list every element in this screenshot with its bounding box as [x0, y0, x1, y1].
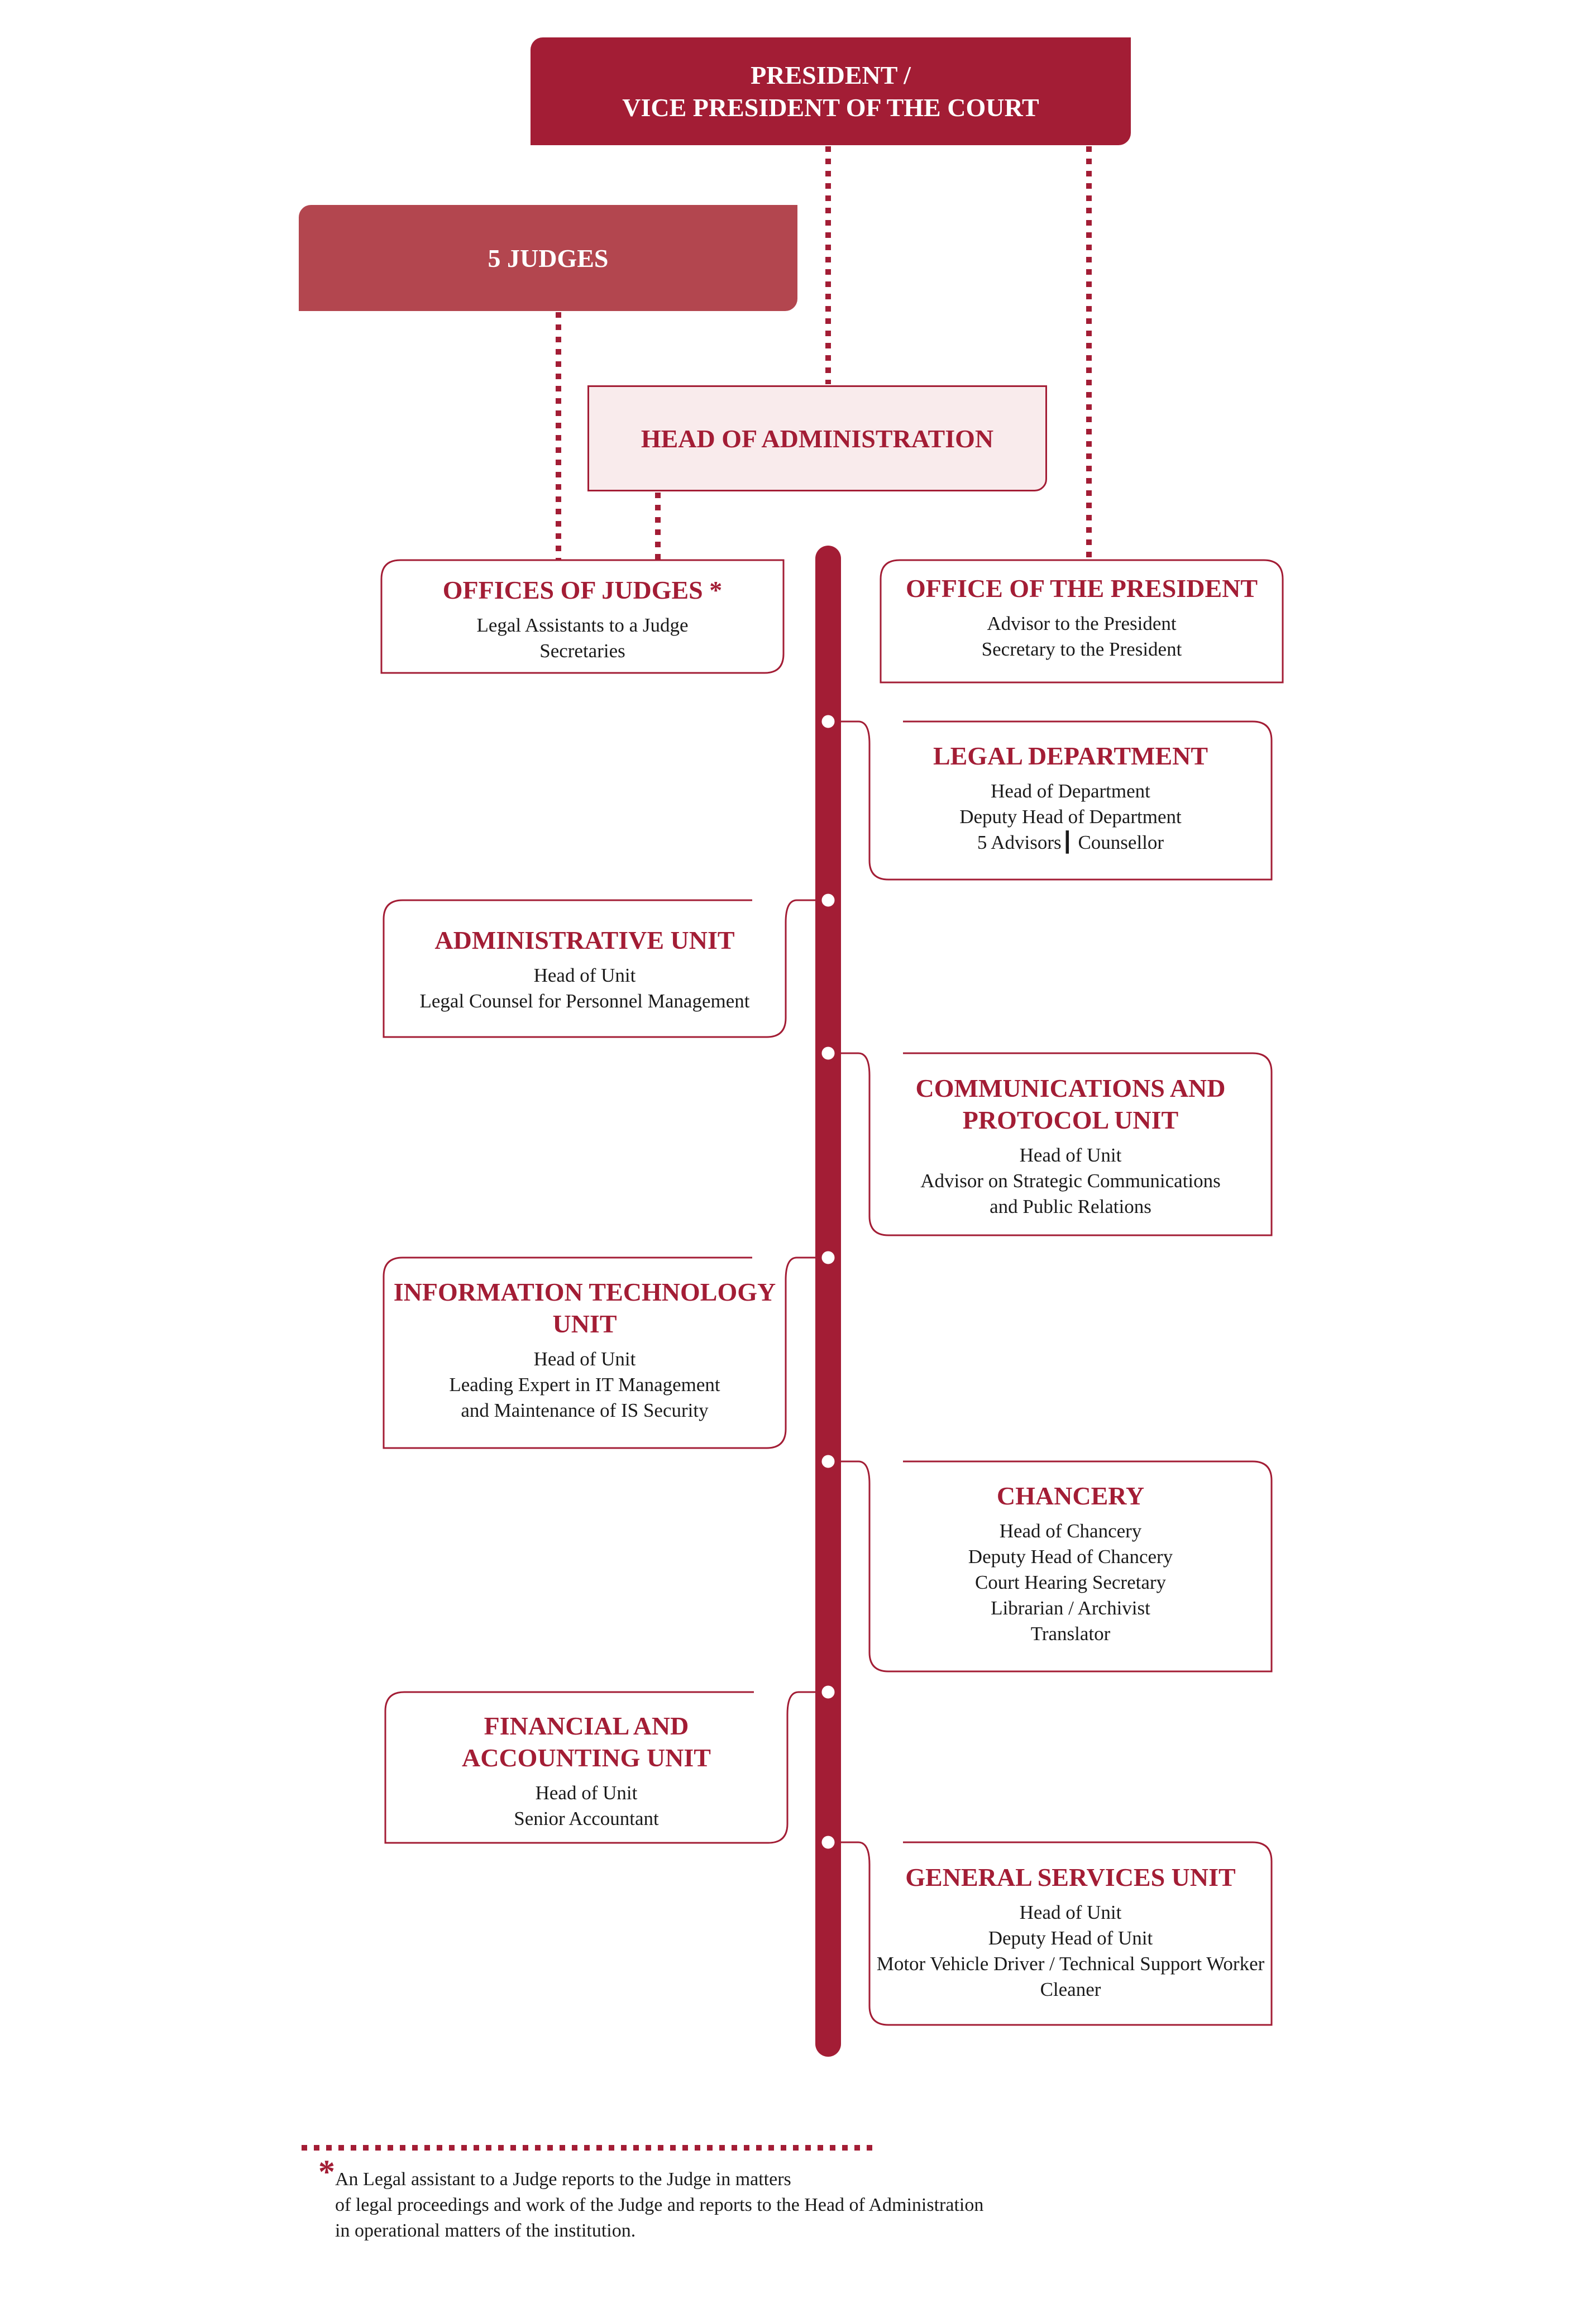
unit-line: Head of Unit [533, 1348, 636, 1370]
unit-line: and Public Relations [990, 1196, 1151, 1217]
unit-box-outline [836, 1052, 1273, 1236]
unit-title: CHANCERY [996, 1482, 1145, 1510]
unit-title: OFFICES OF JUDGES * [442, 576, 723, 604]
unit-line: Leading Expert in IT Management [449, 1374, 720, 1396]
unit-line: Court Hearing Secretary [974, 1571, 1167, 1593]
footnote: * An Legal assistant to a Judge reports … [318, 2155, 1229, 2244]
unit-line: Secretary to the President [981, 638, 1182, 660]
unit-line: Legal Counsel for Personnel Management [419, 990, 750, 1012]
unit-box-outline [880, 559, 1284, 684]
unit-line: Cleaner [1040, 1979, 1101, 2000]
unit-line: Librarian / Archivist [991, 1597, 1150, 1619]
spine-node [818, 1451, 839, 1472]
unit-line: Head of Unit [535, 1782, 638, 1804]
unit-box: OFFICE OF THE PRESIDENT Advisor to the Pr… [858, 572, 1305, 662]
unit-box-outline [380, 559, 785, 674]
unit-title: INFORMATION TECHNOLOGY [393, 1278, 776, 1306]
judges-title: 5 JUDGES [488, 243, 609, 273]
unit-line: Head of Unit [1019, 1144, 1122, 1166]
unit-box: OFFICES OF JUDGES * Legal Assistants to a… [359, 574, 806, 664]
footnote-line: An Legal assistant to a Judge reports to… [335, 2169, 791, 2190]
footnote-line: of legal proceedings and work of the Jud… [335, 2195, 984, 2215]
spine-node [818, 1681, 839, 1703]
footnote-line: in operational matters of the institutio… [335, 2220, 636, 2241]
spine-node [818, 1247, 839, 1268]
unit-line: Head of Unit [1019, 1901, 1122, 1923]
unit-title: UNIT [552, 1310, 617, 1338]
unit-box: COMMUNICATIONS AND PROTOCOL UNIT Head of U… [847, 1072, 1294, 1220]
unit-line: Senior Accountant [514, 1808, 659, 1829]
unit-line: Translator [1030, 1623, 1111, 1645]
unit-title: ACCOUNTING UNIT [462, 1743, 711, 1772]
unit-box-outline [836, 720, 1273, 881]
spine-node [818, 1832, 839, 1853]
unit-line: Head of Chancery [999, 1520, 1142, 1542]
unit-title: LEGAL DEPARTMENT [933, 742, 1208, 770]
spine-node [818, 890, 839, 911]
unit-title: COMMUNICATIONS AND [915, 1074, 1226, 1102]
unit-line: 5 Advisors┃ Counsellor [977, 832, 1164, 853]
unit-box-outline [836, 1460, 1273, 1673]
unit-title: OFFICE OF THE PRESIDENT [905, 574, 1258, 603]
footnote-star: * [318, 2153, 335, 2190]
unit-line: Advisor on Strategic Communications [920, 1170, 1221, 1192]
head-of-administration-title: HEAD OF ADMINISTRATION [641, 424, 994, 453]
unit-title: GENERAL SERVICES UNIT [905, 1863, 1236, 1891]
unit-line: Deputy Head of Department [959, 806, 1182, 828]
unit-title: ADMINISTRATIVE UNIT [434, 926, 735, 954]
president-box: PRESIDENT / VICE PRESIDENT OF THE COURT [531, 37, 1131, 145]
unit-line: Secretaries [539, 640, 625, 662]
unit-line: Motor Vehicle Driver / Technical Support… [876, 1953, 1265, 1975]
unit-title: FINANCIAL AND [484, 1712, 689, 1740]
unit-box-outline [383, 899, 820, 1038]
president-title-line2: VICE PRESIDENT OF THE COURT [622, 93, 1039, 122]
president-title-line1: PRESIDENT / [751, 60, 911, 89]
judges-box: 5 JUDGES [299, 205, 797, 311]
unit-box-outline [384, 1691, 820, 1844]
unit-line: Advisor to the President [987, 613, 1177, 634]
spine-nodes [818, 711, 839, 1853]
unit-line: Deputy Head of Chancery [968, 1546, 1173, 1568]
unit-box-outline [383, 1256, 820, 1449]
head-of-administration-box: HEAD OF ADMINISTRATION [587, 385, 1047, 491]
unit-box-outline [836, 1841, 1273, 2026]
unit-line: and Maintenance of IS Security [461, 1399, 709, 1421]
unit-line: Head of Unit [533, 964, 636, 986]
unit-title: PROTOCOL UNIT [962, 1106, 1179, 1134]
unit-box: FINANCIAL AND ACCOUNTING UNIT Head of Unit… [363, 1710, 810, 1832]
unit-outlines [380, 559, 1284, 2026]
unit-line: Legal Assistants to a Judge [476, 614, 689, 636]
unit-line: Deputy Head of Unit [988, 1927, 1153, 1949]
spine-node [818, 1043, 839, 1064]
unit-line: Head of Department [991, 780, 1150, 802]
spine-node [818, 711, 839, 732]
